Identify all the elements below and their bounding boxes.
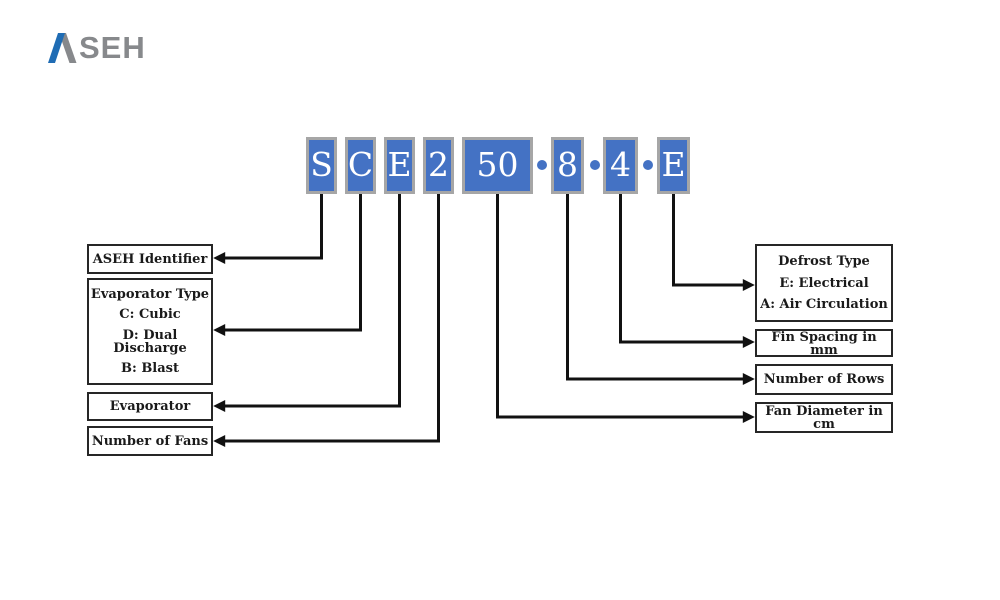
label-text: Fin Spacing in mm [771, 330, 877, 358]
label-text: Fan Diameter in cm [765, 403, 883, 432]
label-text: C: Cubic [119, 307, 181, 323]
label-text: Evaporator [109, 399, 191, 414]
label-text: E: Electrical [779, 275, 869, 291]
separator-dot-icon [643, 160, 653, 170]
label-text: Number of Fans [91, 433, 209, 449]
aseh-logo: SEH [48, 30, 146, 65]
label-text: D: Dual Discharge [113, 327, 187, 356]
code-segment-number-of-rows: 8 [551, 137, 584, 194]
label-evaporator: Evaporator [87, 392, 213, 421]
label-number-of-rows: Number of Rows [755, 364, 893, 395]
label-fan-diameter: Fan Diameter in cm [755, 402, 893, 433]
label-number-of-fans: Number of Fans [87, 426, 213, 456]
separator-dot-icon [590, 160, 600, 170]
label-text: Defrost Type [778, 253, 870, 269]
label-text: B: Blast [121, 361, 179, 377]
label-defrost-type: Defrost Type E: Electrical A: Air Circul… [755, 244, 893, 322]
code-segment-evaporator-type: C [345, 137, 376, 194]
code-segment-fin-spacing: 4 [603, 137, 638, 194]
label-text: Evaporator Type [90, 286, 210, 302]
code-segment-evaporator: E [384, 137, 415, 194]
label-aseh-identifier: ASEH Identifier [87, 244, 213, 274]
code-segment-defrost-type: E [657, 137, 690, 194]
label-text: Number of Rows [763, 372, 885, 387]
label-text: ASEH Identifier [92, 251, 208, 267]
logo-letter-a-icon [48, 33, 77, 63]
label-text: A: Air Circulation [760, 297, 888, 313]
code-segment-aseh-identifier: S [306, 137, 337, 194]
logo-text: SEH [79, 30, 146, 65]
label-fin-spacing: Fin Spacing in mm [755, 329, 893, 357]
separator-dot-icon [537, 160, 547, 170]
code-segment-number-of-fans: 2 [423, 137, 454, 194]
code-segment-fan-diameter: 50 [462, 137, 533, 194]
label-evaporator-type: Evaporator Type C: Cubic D: Dual Dischar… [87, 278, 213, 385]
